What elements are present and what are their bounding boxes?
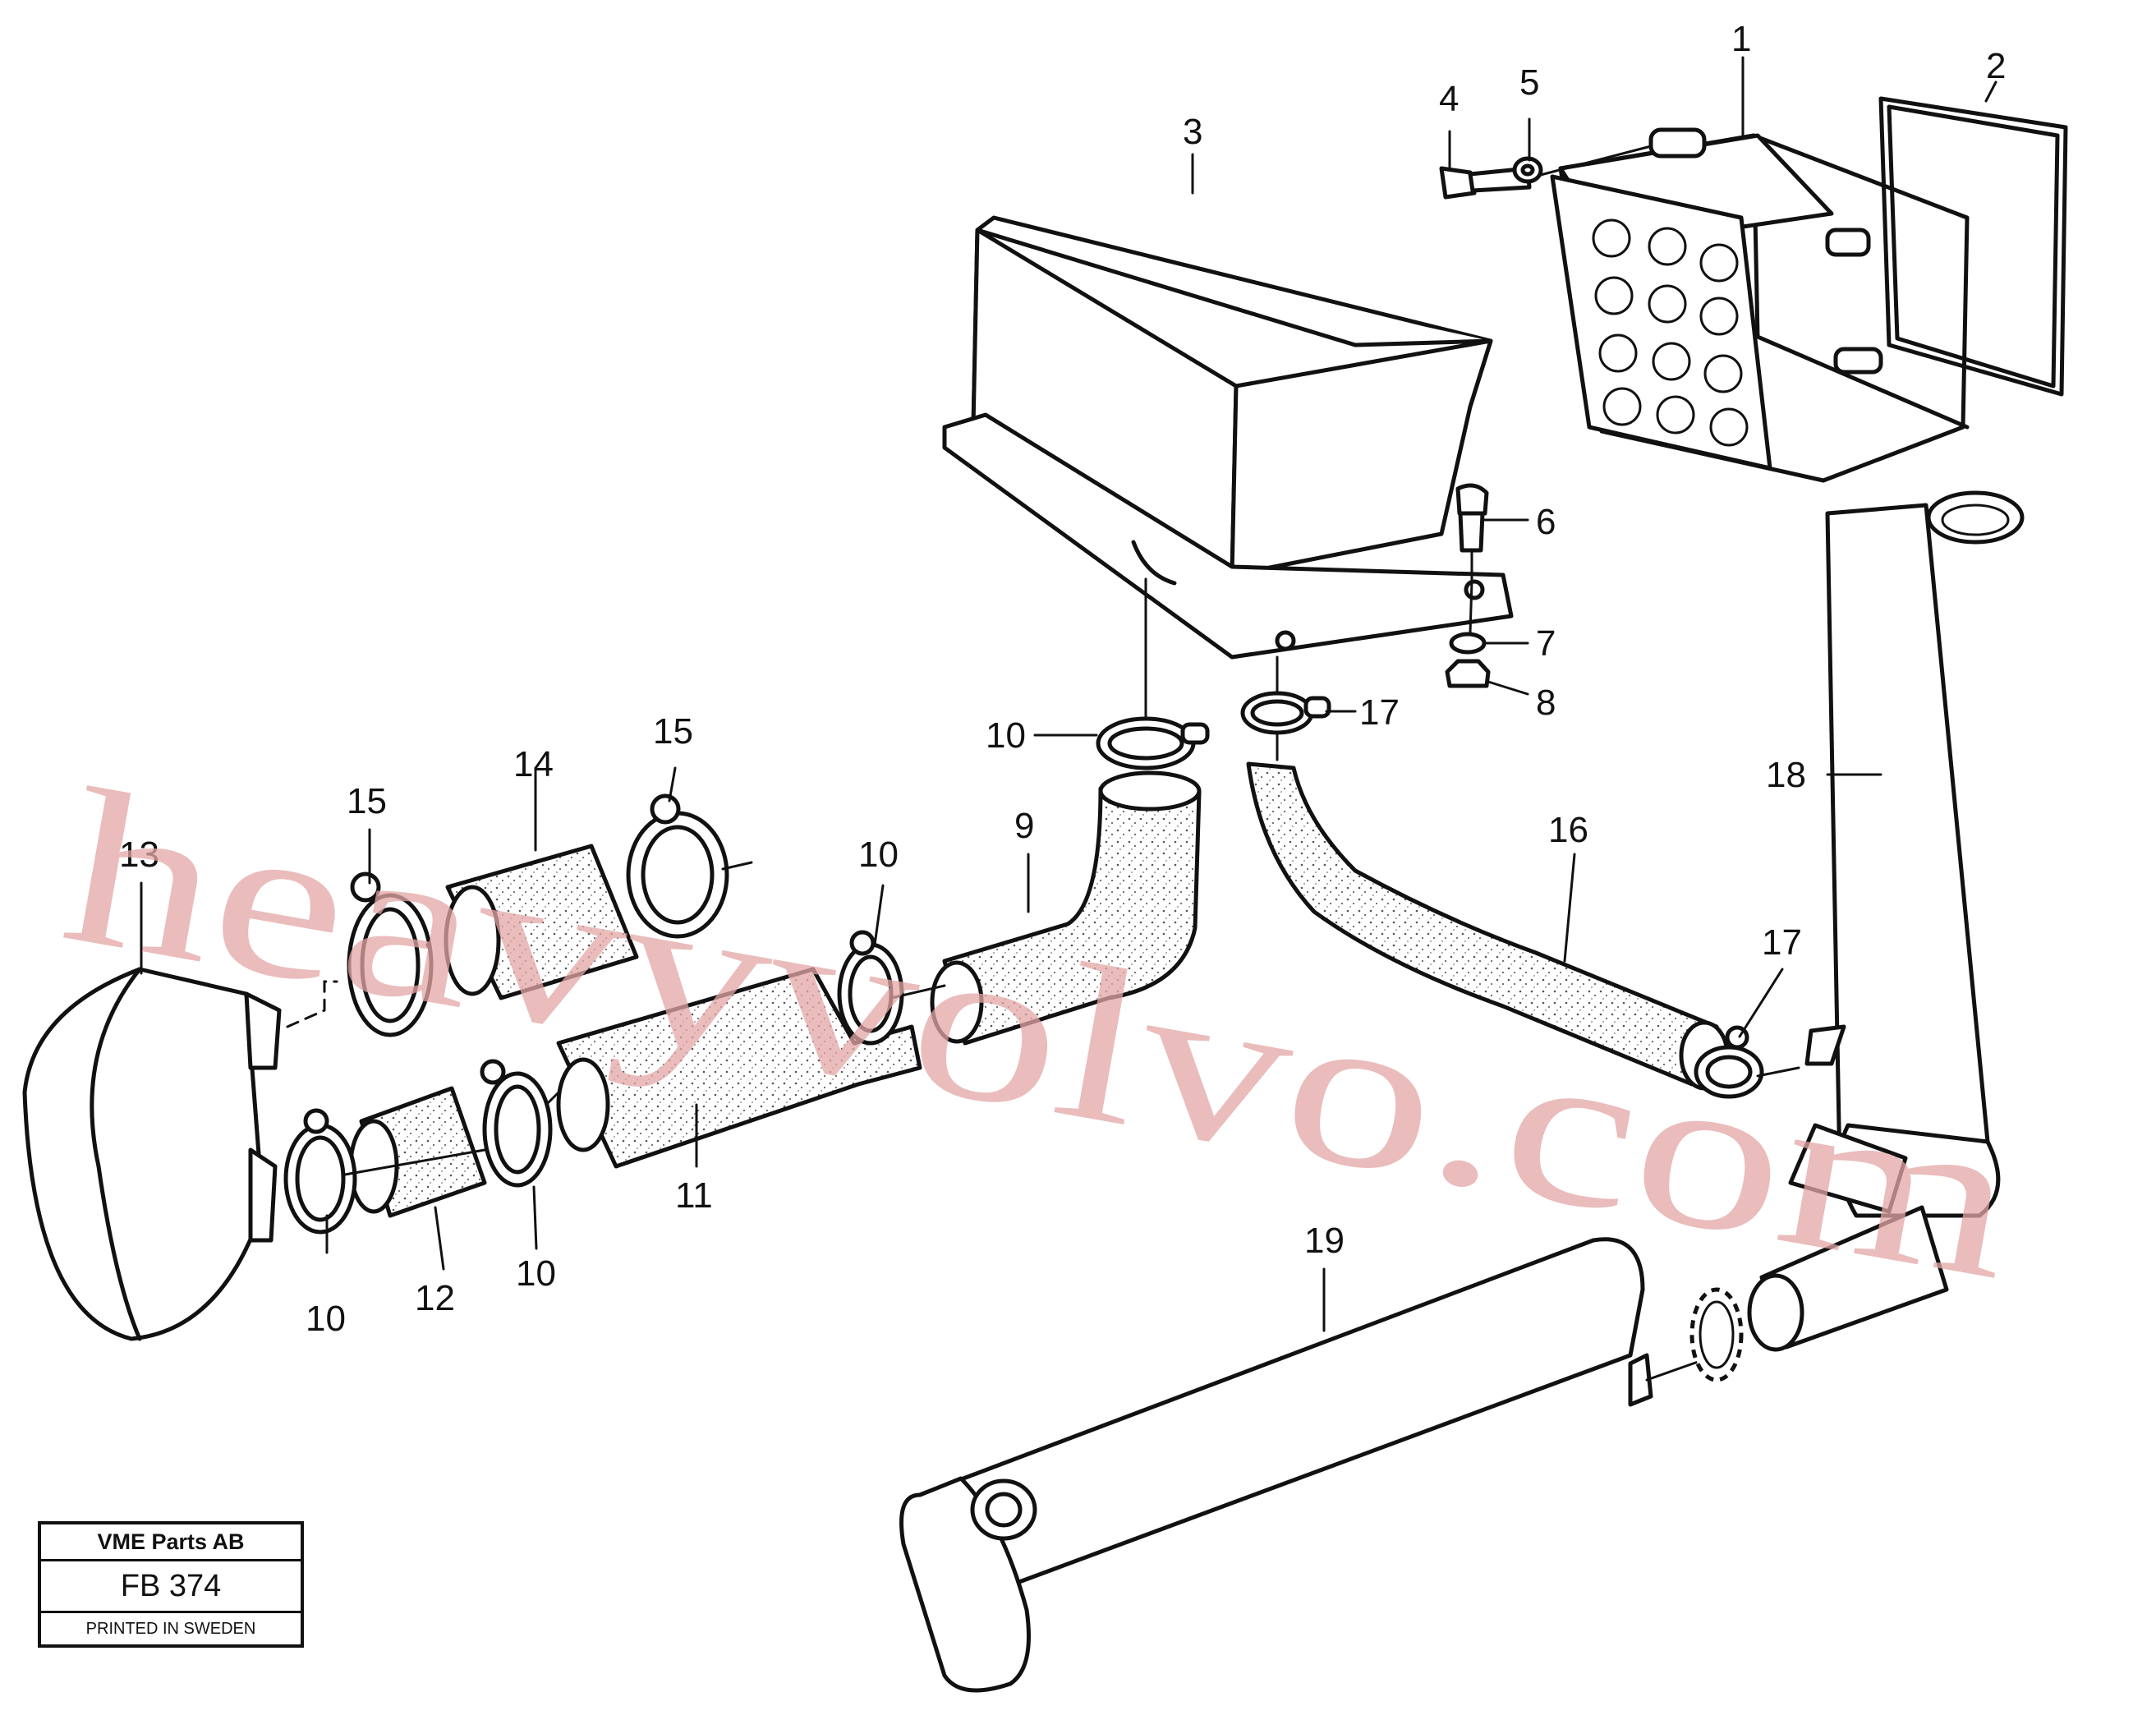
clamp-muffler bbox=[1689, 1287, 1744, 1382]
part-19-muffler bbox=[899, 1237, 1718, 1693]
title-block: VME Parts AB FB 374 PRINTED IN SWEDEN bbox=[38, 1521, 304, 1648]
callout-1: 1 bbox=[1731, 19, 1751, 59]
part-16-hose bbox=[1246, 761, 1719, 1087]
callout-4: 4 bbox=[1439, 79, 1459, 119]
leader-lines bbox=[140, 56, 1997, 1332]
part-7-washer bbox=[1449, 632, 1487, 655]
callout-13: 13 bbox=[119, 835, 159, 875]
callout-10-lower-left: 10 bbox=[306, 1299, 346, 1339]
callout-15-right: 15 bbox=[653, 711, 693, 752]
part-12-sleeve bbox=[348, 1086, 487, 1218]
callout-7: 7 bbox=[1536, 623, 1556, 664]
part-9-hose-end-lower bbox=[930, 960, 984, 1044]
company-name: VME Parts AB bbox=[41, 1524, 301, 1561]
callout-10-lower-middle: 10 bbox=[516, 1253, 556, 1294]
part-14-sleeve bbox=[444, 844, 639, 1000]
callout-15-left: 15 bbox=[347, 781, 387, 821]
part-11-pipe bbox=[556, 967, 922, 1169]
part-1-battery-box bbox=[1533, 127, 1970, 483]
clamp-10-top bbox=[1096, 716, 1210, 770]
part-3-housing-cover bbox=[942, 215, 1514, 660]
callout-16: 16 bbox=[1548, 810, 1588, 850]
battery-cells bbox=[1592, 218, 1749, 447]
callout-17-top: 17 bbox=[1359, 692, 1400, 733]
clamp-15-left bbox=[347, 871, 434, 1037]
callout-3: 3 bbox=[1183, 112, 1202, 152]
callout-14: 14 bbox=[513, 744, 554, 784]
callout-12: 12 bbox=[415, 1278, 455, 1318]
printed-in: PRINTED IN SWEDEN bbox=[85, 1620, 256, 1638]
assembly-lines bbox=[343, 577, 1800, 1176]
clamp-17-right bbox=[1694, 1025, 1764, 1099]
clamp-10-lower-middle bbox=[480, 1059, 553, 1188]
part-9-hose-end bbox=[1098, 770, 1202, 812]
callout-9: 9 bbox=[1014, 806, 1034, 846]
clamp-15-right bbox=[626, 793, 753, 939]
part-18-intake-pipe bbox=[1747, 490, 2025, 1352]
part-13-filter-body bbox=[22, 967, 338, 1341]
clamp-17-top bbox=[1240, 691, 1331, 735]
callout-10-top: 10 bbox=[986, 715, 1026, 756]
part-2-gasket bbox=[1878, 96, 2068, 397]
callout-6: 6 bbox=[1536, 502, 1556, 542]
callout-17-right: 17 bbox=[1762, 922, 1802, 963]
part-6-bolt bbox=[1455, 483, 1489, 585]
part-11-pipe-end bbox=[556, 1057, 610, 1152]
drawing-code: FB 374 bbox=[41, 1561, 301, 1613]
callout-labels: 1 2 3 4 5 6 7 8 9 10 17 15 14 15 13 10 1… bbox=[119, 19, 2006, 1339]
callout-2: 2 bbox=[1986, 46, 2006, 86]
clamp-10-middle bbox=[837, 930, 904, 1046]
callout-8: 8 bbox=[1536, 683, 1556, 723]
callout-18: 18 bbox=[1766, 755, 1806, 795]
clamp-10-lower-left bbox=[283, 1108, 357, 1235]
callout-5: 5 bbox=[1519, 62, 1539, 103]
part-8-nut bbox=[1445, 659, 1491, 688]
watermark: heavyvolvo.com bbox=[49, 743, 2033, 1327]
part-5-washer bbox=[1512, 156, 1543, 184]
callout-19: 19 bbox=[1304, 1221, 1345, 1261]
callout-11: 11 bbox=[675, 1175, 713, 1216]
part-9-elbow-hose bbox=[942, 786, 1202, 1046]
callout-10-middle: 10 bbox=[858, 835, 899, 875]
